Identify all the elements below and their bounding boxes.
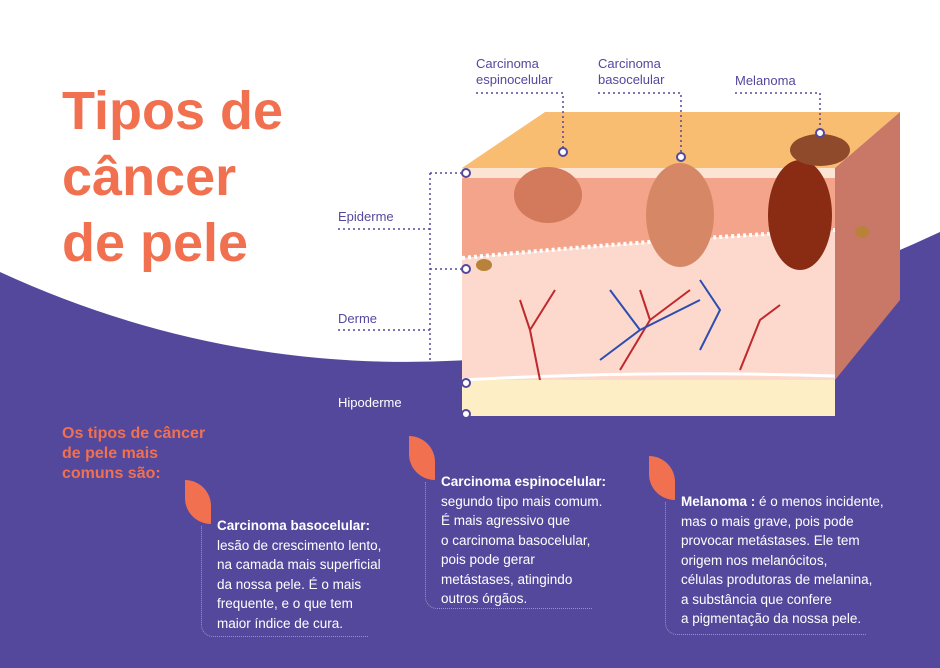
dermis-layer [462, 230, 835, 380]
card-title: Melanoma : [681, 494, 756, 509]
card-line: provocar metástases. Ele tem [681, 533, 860, 548]
card-line: mas o mais grave, pois pode [681, 513, 854, 529]
label-carcinoma-espinocelular: Carcinoma espinocelular [476, 56, 553, 88]
arteries [519, 289, 781, 381]
marker-dots [461, 128, 825, 419]
skin-side-face [835, 112, 900, 380]
espinocelular-tumor [514, 167, 582, 223]
card-basocelular: Carcinoma basocelular: lesão de crescime… [185, 480, 382, 637]
label-line: espinocelular [476, 72, 553, 87]
veins [599, 279, 722, 361]
marker-dot [815, 128, 825, 138]
title-line: de pele [62, 213, 249, 273]
title-line: Tipos de [62, 81, 284, 141]
label-line: Carcinoma [476, 56, 539, 71]
card-line: lesão de crescimento lento, [217, 537, 382, 553]
card-line: outros órgãos. [441, 591, 528, 606]
leader-line-melanoma [735, 92, 821, 131]
card-title: Carcinoma espinocelular: [441, 474, 607, 489]
intro-line: Os tipos de câncer [62, 425, 206, 442]
label-line: Carcinoma [598, 56, 661, 71]
dotted-border [665, 502, 866, 635]
card-line: origem nos melanócitos, [681, 552, 828, 568]
label-line: Melanoma [735, 73, 796, 88]
melanoma-tumor [768, 160, 832, 270]
card-line: a pigmentação da nossa pele. [681, 611, 862, 626]
label-epiderme: Epiderme [338, 209, 394, 224]
card-line: frequente, e o que tem [217, 596, 353, 611]
label-derme: Derme [338, 311, 378, 326]
card-line: maior índice de cura. [217, 615, 344, 631]
skin-diagram [461, 112, 900, 416]
basocelular-tumor [646, 163, 714, 267]
layer-label-underlines [338, 228, 430, 411]
card-title: Carcinoma basocelular: [217, 518, 371, 533]
card-line: na camada mais superficial [217, 557, 381, 572]
card-line: da nossa pele. É o mais [217, 576, 362, 592]
page-title: Tipos de câncer de pele [62, 78, 283, 276]
dotted-border [201, 526, 368, 637]
card-line: segundo tipo mais comum. [441, 493, 603, 509]
dotted-border [425, 482, 592, 609]
intro-line: de pele mais [62, 445, 159, 462]
marker-dot [461, 168, 471, 178]
label-carcinoma-basocelular: Carcinoma basocelular [598, 56, 665, 88]
hypodermis-boundary [461, 372, 836, 382]
card-line: é o menos incidente, [755, 494, 884, 509]
label-melanoma: Melanoma [735, 73, 796, 89]
marker-dot [461, 264, 471, 274]
leader-lines [338, 92, 821, 415]
card-line: metástases, atingindo [441, 571, 573, 587]
card-melanoma: Melanoma : é o menos incidente, mas o ma… [649, 456, 884, 635]
card-first-line: Melanoma : é o menos incidente, [681, 492, 884, 512]
melanocyte [476, 259, 492, 271]
marker-dot [676, 152, 686, 162]
card-espinocelular: Carcinoma espinocelular: segundo tipo ma… [409, 436, 607, 609]
label-line: basocelular [598, 72, 665, 87]
intro-line: comuns são: [62, 465, 161, 482]
melanoma-surface-lesion [790, 134, 850, 166]
card-line: células produtoras de melanina, [681, 572, 873, 587]
skin-surface-layer [462, 168, 835, 178]
marker-dot [461, 378, 471, 388]
label-hipoderme: Hipoderme [338, 395, 402, 410]
card-line: É mais agressivo que [441, 513, 571, 528]
card-line: a substância que confere [681, 591, 832, 607]
title-line: câncer [62, 147, 237, 207]
leader-line-espinocelular [476, 92, 564, 150]
hypodermis-layer [462, 380, 835, 416]
card-line: o carcinoma basocelular, [441, 532, 591, 548]
marker-dot [558, 147, 568, 157]
melanocyte [855, 226, 869, 238]
intro-text: Os tipos de câncer de pele mais comuns s… [62, 424, 205, 484]
card-line: pois pode gerar [441, 552, 535, 567]
layer-bracket [429, 172, 462, 415]
marker-dot [461, 409, 471, 419]
